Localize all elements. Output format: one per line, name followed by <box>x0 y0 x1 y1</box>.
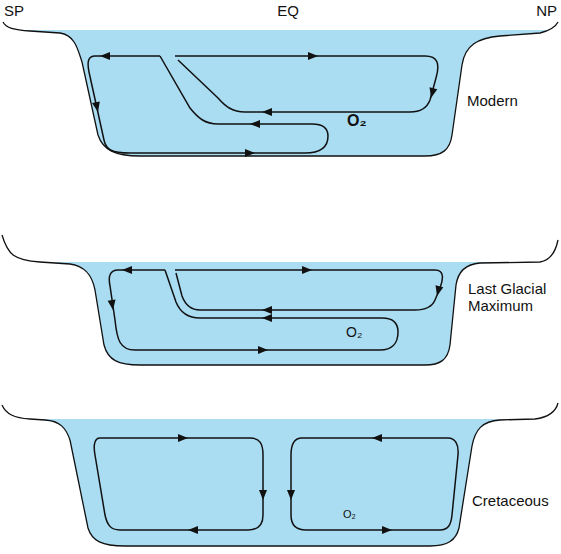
oxygen-label: O₂ <box>347 112 367 130</box>
water <box>2 262 558 365</box>
oxygen-label: O₂ <box>346 324 362 340</box>
circulation-paths <box>88 56 458 530</box>
water <box>3 30 558 156</box>
period-label: Cretaceous <box>472 492 549 509</box>
arrowheads <box>92 52 443 534</box>
period-label: Last Glacial Maximum <box>468 280 548 315</box>
period-label: Modern <box>467 92 518 109</box>
water <box>2 419 558 546</box>
basin-outline <box>3 22 558 156</box>
equator-label: EQ <box>277 2 299 19</box>
pole-label: SP <box>4 2 24 19</box>
basin-outline <box>2 235 558 365</box>
basin-outline <box>2 403 558 546</box>
pole-label: NP <box>536 2 557 19</box>
oxygen-label: O₂ <box>343 508 356 521</box>
